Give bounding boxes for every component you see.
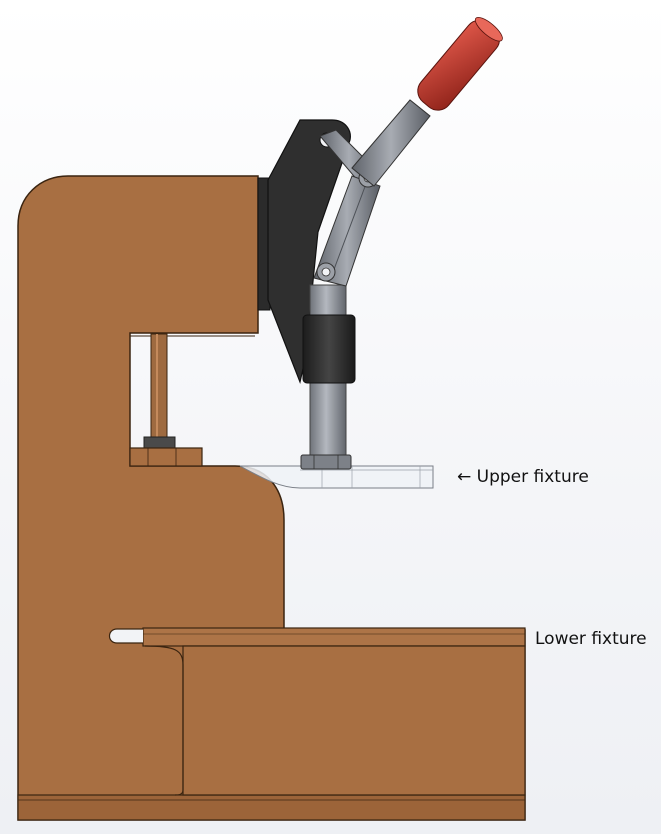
frame-base xyxy=(17,794,526,821)
label-upper-fixture: ← Upper fixture xyxy=(457,467,589,487)
plunger-nut xyxy=(300,454,352,470)
upper-fixture-plate xyxy=(239,465,434,489)
lower-fixture xyxy=(108,627,526,796)
handle-lever[interactable] xyxy=(351,13,506,187)
guide-post-nut xyxy=(143,436,176,450)
lower-fixture-block xyxy=(182,645,526,796)
clamp-mount-bracket xyxy=(257,177,271,311)
guide-post-base xyxy=(129,447,203,467)
lever-arm xyxy=(351,99,431,187)
label-lower-fixture: Lower fixture xyxy=(535,629,647,649)
guide-post xyxy=(129,333,203,467)
lower-fixture-slot xyxy=(108,628,143,644)
lower-fixture-top-plate xyxy=(142,627,526,647)
plunger-collar xyxy=(302,314,356,384)
upper-fixture xyxy=(239,465,434,489)
plunger xyxy=(300,284,356,470)
clamp-mount xyxy=(257,119,351,385)
clamp-body-plate xyxy=(267,119,351,385)
